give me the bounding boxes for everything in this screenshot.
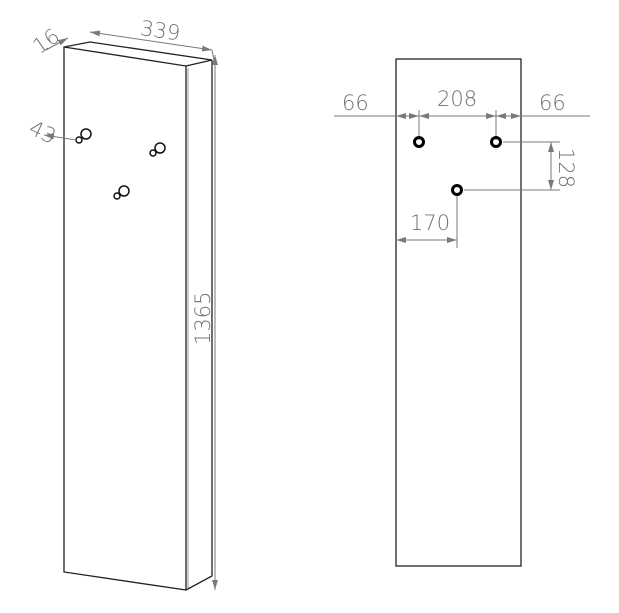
dim-center-hook-offset-label: 170 — [410, 211, 450, 235]
panel-outline — [395, 58, 522, 567]
hook-icon — [113, 185, 130, 200]
dim-left-margin-label: 66 — [342, 91, 369, 115]
hole-icon — [413, 136, 425, 148]
hook-icon — [75, 128, 92, 144]
front-panel-view: 66 208 66 128 170 — [334, 58, 590, 567]
dim-hook-spacing-label: 208 — [437, 87, 477, 111]
hole-icon — [451, 184, 463, 196]
panel-top-face — [63, 41, 213, 67]
dim-width-label: 339 — [139, 16, 182, 45]
dim-hook-depth-label: 43 — [25, 116, 59, 149]
panel-front-face — [63, 46, 187, 591]
dim-right-margin-label: 66 — [539, 91, 566, 115]
dim-vertical-offset-label: 128 — [554, 148, 578, 188]
hole-icon — [490, 136, 502, 148]
isometric-panel-view: 339 16 1365 43 — [25, 16, 218, 591]
dim-height-label: 1365 — [191, 292, 215, 345]
dim-thickness-label: 16 — [28, 24, 64, 59]
hook-icon — [149, 142, 166, 157]
